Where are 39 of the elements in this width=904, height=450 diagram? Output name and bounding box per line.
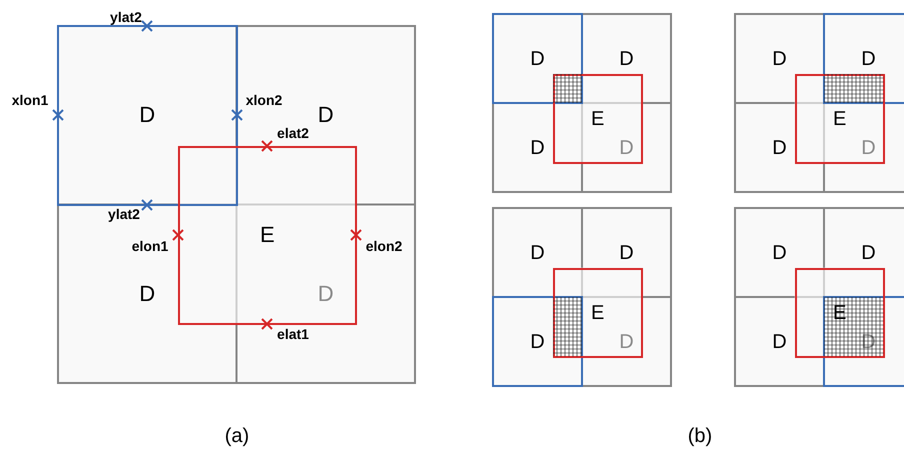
cell-label: D xyxy=(619,242,634,262)
panel-caption: (b) xyxy=(688,426,712,446)
region-box xyxy=(552,74,643,164)
region-label: E xyxy=(832,302,846,323)
cell-label: D xyxy=(318,282,334,305)
point-label: ylat2 xyxy=(110,10,142,24)
panel-caption: (a) xyxy=(224,426,250,446)
point-label: elon2 xyxy=(366,239,402,253)
region-label: E xyxy=(260,224,275,246)
cell-label: D xyxy=(139,104,156,126)
region-label: E xyxy=(590,302,604,323)
point-label: xlon1 xyxy=(12,93,48,107)
cell-label: D xyxy=(619,138,634,158)
point-label: ylat2 xyxy=(108,207,140,221)
cell-label: D xyxy=(530,332,545,352)
cell-label: D xyxy=(772,242,787,262)
cell-label: D xyxy=(619,332,634,352)
cell-label: D xyxy=(530,48,545,68)
cell-label: D xyxy=(139,282,156,305)
point-label: elat2 xyxy=(277,126,309,140)
cell-label: D xyxy=(619,48,634,68)
region-label: E xyxy=(832,108,846,129)
point-label: xlon2 xyxy=(246,93,282,107)
cell-label: D xyxy=(772,138,787,158)
point-label: elon1 xyxy=(132,239,168,253)
region-box xyxy=(794,268,885,358)
cell-label: D xyxy=(772,48,787,68)
cell-label: D xyxy=(861,138,876,158)
cell-label: D xyxy=(318,104,334,126)
cell-label: D xyxy=(772,332,787,352)
region-label: E xyxy=(590,108,604,129)
cell-label: D xyxy=(530,242,545,262)
region-box xyxy=(552,268,643,358)
cell-label: D xyxy=(861,48,876,68)
region-box xyxy=(178,146,358,326)
region-box xyxy=(794,74,885,164)
point-label: elat1 xyxy=(277,327,309,341)
cell-label: D xyxy=(861,242,876,262)
cell-label: D xyxy=(530,138,545,158)
